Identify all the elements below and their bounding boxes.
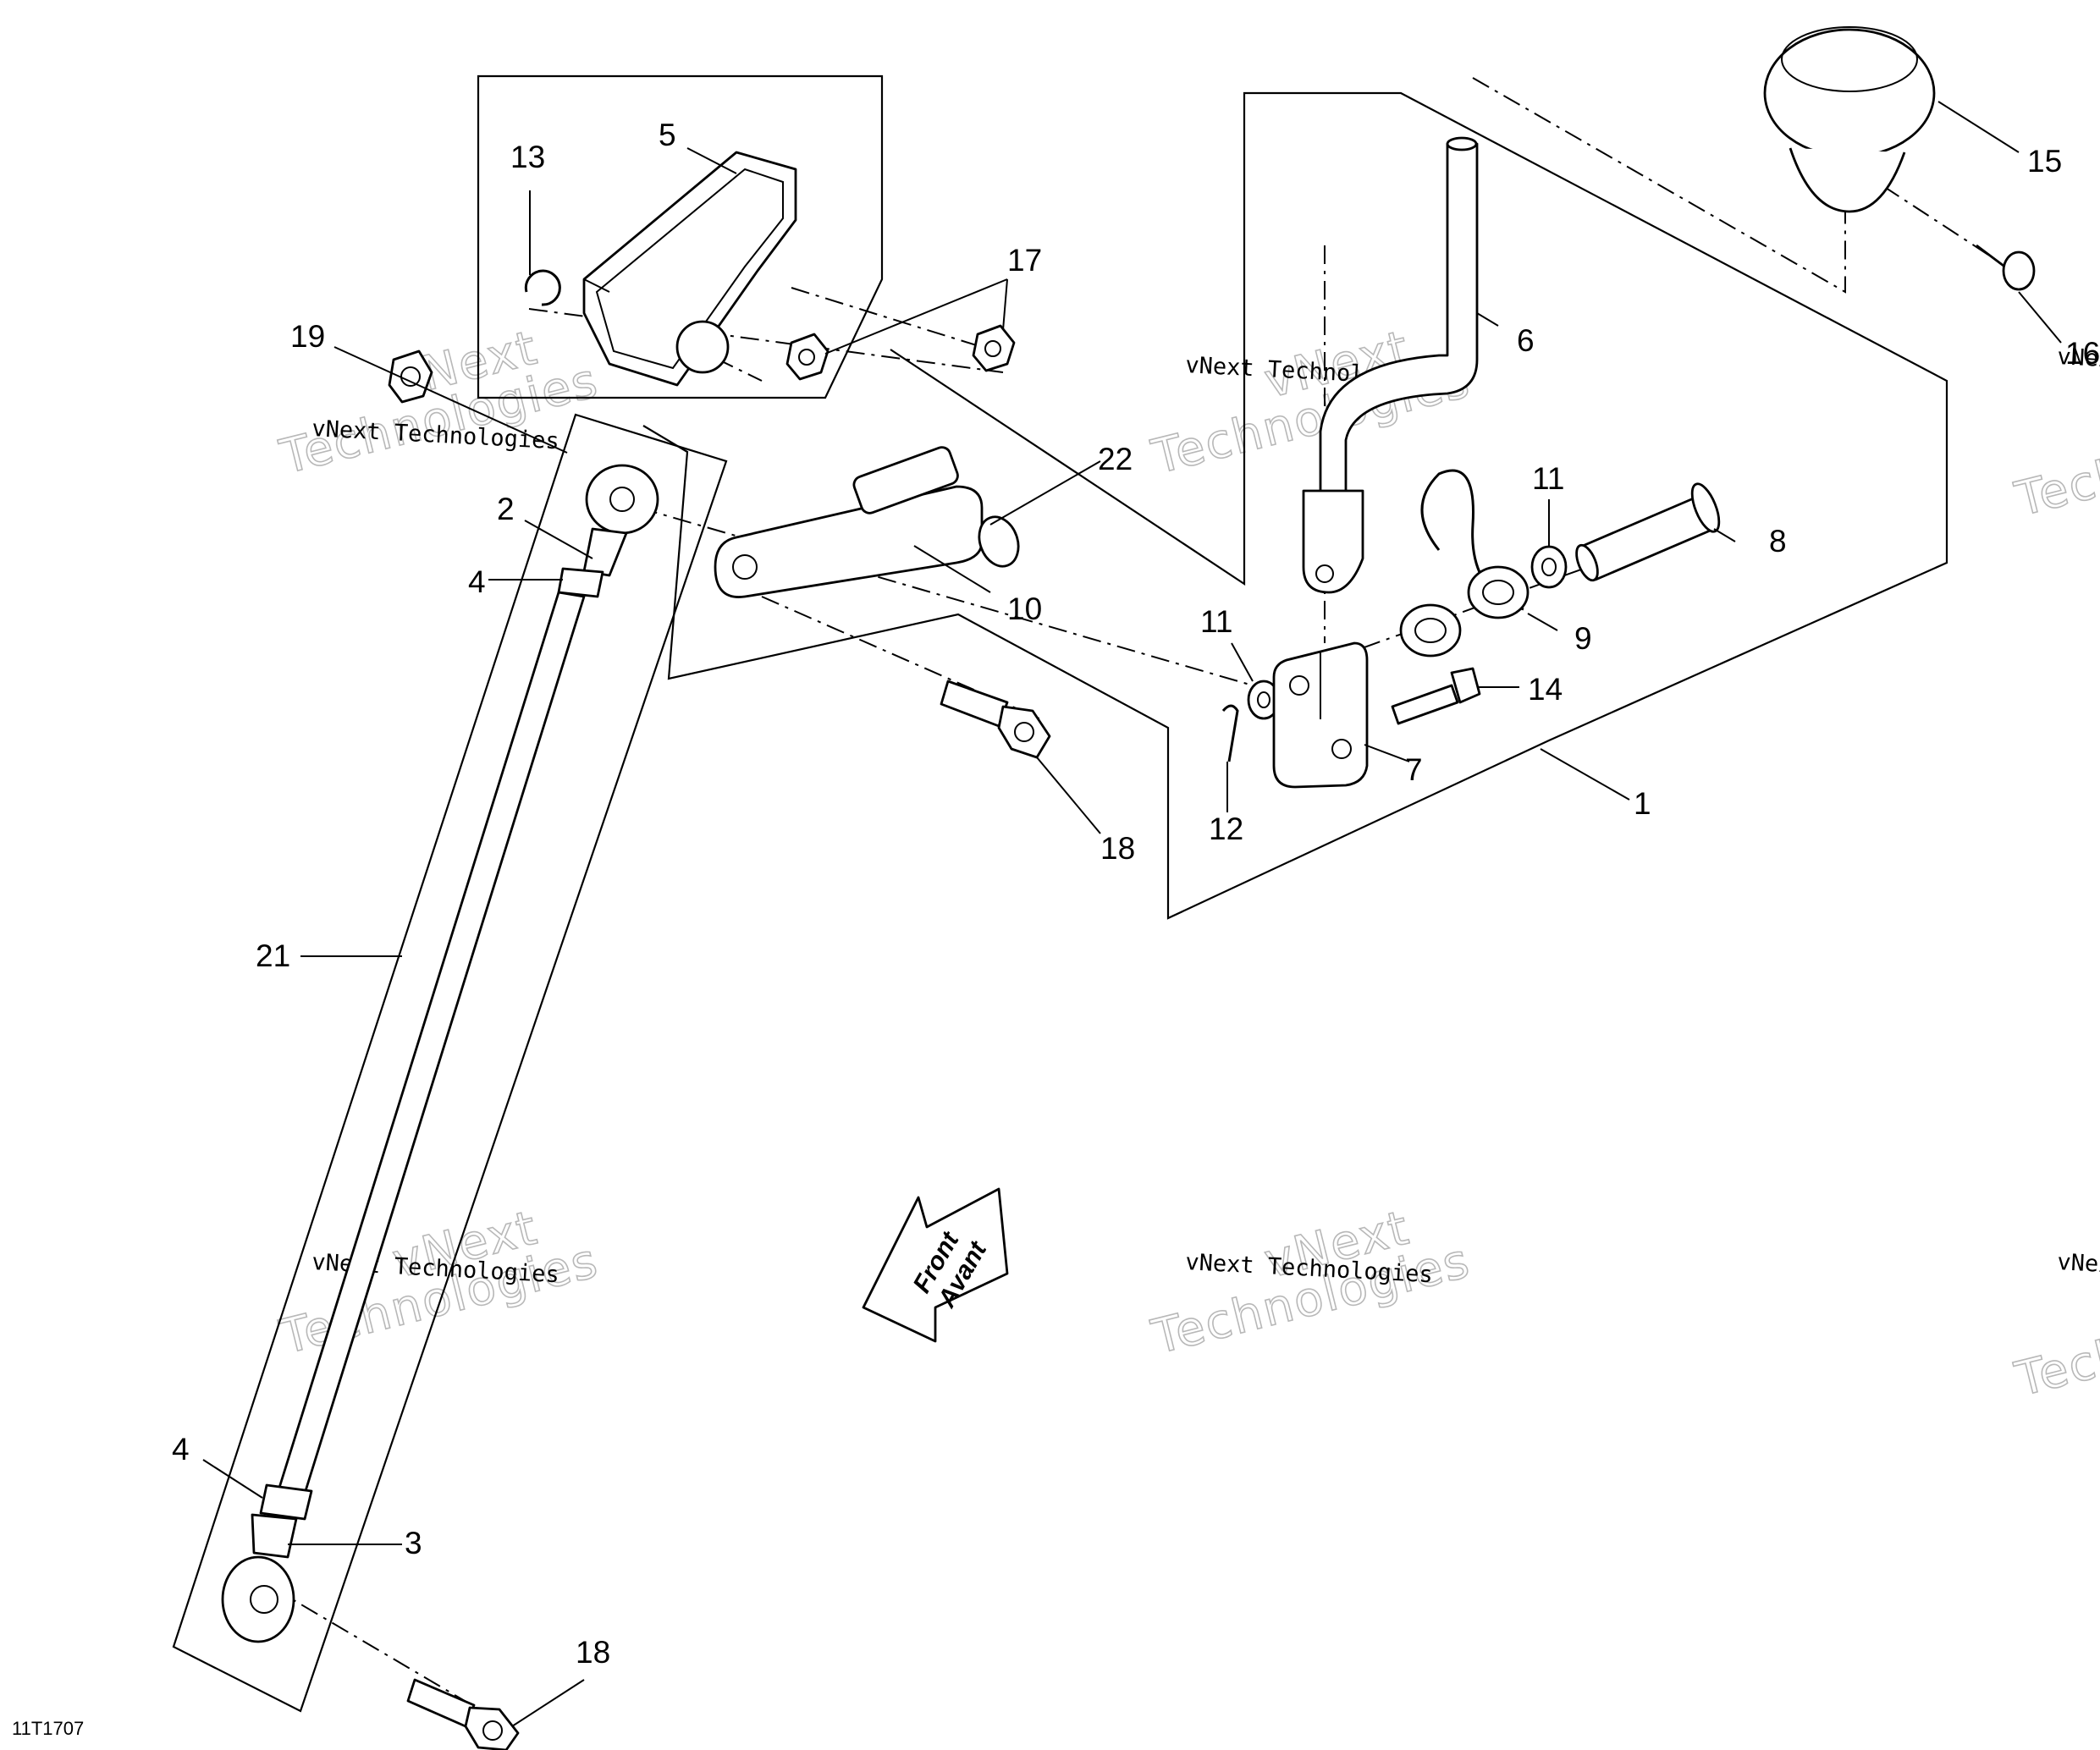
- centerline-guide-bolt: [791, 287, 983, 348]
- flange-nut: [785, 333, 830, 381]
- callout-7: 7: [1405, 752, 1423, 787]
- frame-guide-assembly: [477, 74, 884, 399]
- callout-4: 4: [172, 1432, 190, 1467]
- callout-10: 10: [1007, 592, 1042, 626]
- callout-11: 11: [1532, 461, 1564, 496]
- callout-4: 4: [468, 564, 486, 599]
- leader-lines: [202, 101, 2062, 1727]
- knob-screw: [1976, 244, 2036, 291]
- circlip: [524, 269, 561, 306]
- washer: [1247, 680, 1281, 720]
- watermark-small-group: vNext Technologies vNext Technologies vN…: [311, 344, 2100, 1288]
- callout-21: 21: [256, 938, 290, 973]
- frame-tie-rod-assembly: [172, 413, 728, 1713]
- flange-bolt: [406, 1678, 520, 1750]
- centerline-knob-frame: [1472, 77, 1846, 294]
- flange-nut: [972, 324, 1016, 372]
- callout-labels: 13 5 17 19 22 2 4 10 6 15 16 11 8 9 11 1…: [172, 118, 2100, 1670]
- callout-11: 11: [1200, 604, 1232, 639]
- shift-knob: [1763, 26, 1936, 213]
- callout-2: 2: [497, 492, 515, 526]
- washer: [1530, 545, 1568, 589]
- shift-rod: [1302, 136, 1479, 594]
- watermark-big: Technologies: [2009, 395, 2100, 527]
- callout-5: 5: [659, 118, 676, 152]
- lever-block: [1272, 641, 1369, 789]
- callout-19: 19: [290, 319, 325, 354]
- callout-8: 8: [1769, 524, 1787, 559]
- pivot-pin: [1575, 482, 1721, 582]
- front-direction-arrow: Front Avant: [862, 1187, 1009, 1343]
- flange-bolt: [940, 680, 1051, 759]
- callout-12: 12: [1209, 812, 1243, 846]
- callout-13: 13: [510, 140, 545, 174]
- shift-arm: [714, 446, 1020, 598]
- spring: [1399, 469, 1530, 658]
- callout-14: 14: [1528, 672, 1563, 707]
- watermark-big: Technologies: [2009, 1275, 2100, 1407]
- centerline-knob-screw: [1882, 185, 1994, 259]
- callout-17: 17: [1007, 243, 1042, 278]
- frame-lever-assembly: [642, 91, 1948, 920]
- callout-16: 16: [2065, 336, 2100, 371]
- tie-rod: [221, 464, 659, 1643]
- callout-22: 22: [1098, 442, 1133, 476]
- callout-9: 9: [1574, 621, 1592, 656]
- callout-3: 3: [405, 1526, 422, 1560]
- cotter-pin: [1221, 704, 1239, 762]
- shift-guide: [582, 151, 797, 387]
- callout-18: 18: [1100, 831, 1135, 866]
- callout-1: 1: [1634, 786, 1651, 821]
- diagram-code: 11T1707: [12, 1718, 84, 1739]
- watermark-large-group: vNext Technologies vNext Technologies vN…: [274, 320, 2100, 1409]
- callout-18: 18: [576, 1635, 610, 1670]
- callout-15: 15: [2027, 144, 2062, 179]
- lever-bolt: [1391, 667, 1481, 725]
- callout-6: 6: [1517, 323, 1535, 358]
- watermark-small: vNext Technologies: [2057, 1249, 2100, 1288]
